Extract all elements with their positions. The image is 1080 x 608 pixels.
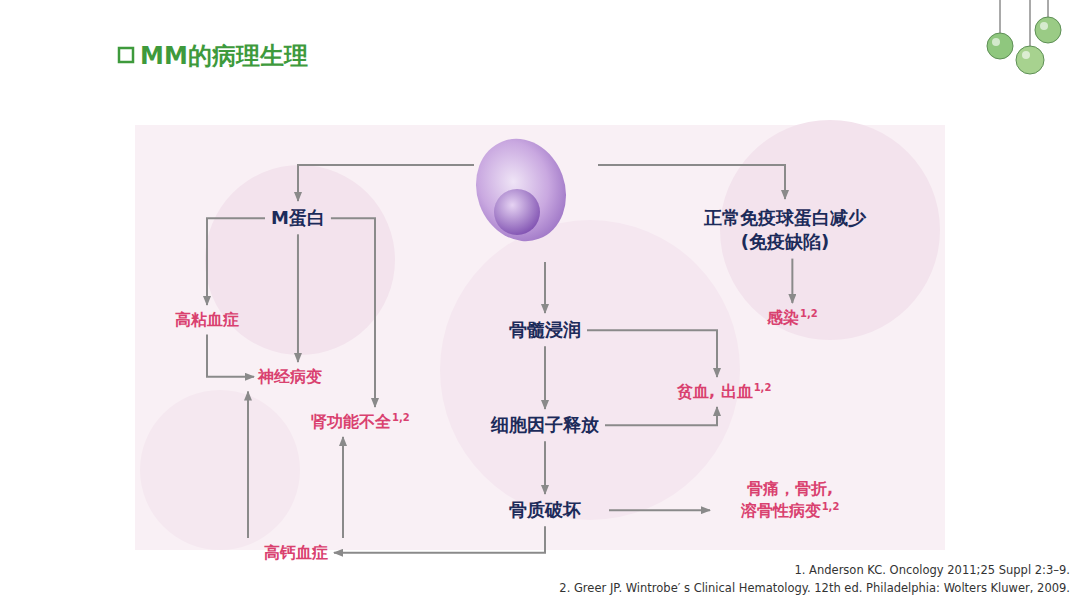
node-text: 贫血, 出血: [677, 382, 753, 401]
node-text: 正常免疫球蛋白减少 (免疫缺陷): [704, 207, 866, 252]
flow-arrow: [342, 437, 344, 538]
node-text: 骨髓浸润: [509, 319, 581, 340]
node-text: 骨痛，骨折, 溶骨性病变: [741, 479, 833, 520]
cell-arrows: [298, 165, 785, 313]
reference-text: 2. Greer JP. Wintrobe′ s Clinical Hemato…: [559, 581, 1070, 595]
flow-arrow: [544, 346, 546, 409]
flow-arrow: [207, 218, 265, 305]
effect-node: 骨痛，骨折, 溶骨性病变1,2: [738, 478, 842, 522]
slide-title: MM的病理生理: [140, 40, 308, 72]
flow-arrow: [334, 526, 545, 553]
flow-arrow: [544, 441, 546, 494]
node-text: 骨质破坏: [509, 499, 581, 520]
effect-node: 贫血, 出血1,2: [677, 381, 771, 403]
process-node: 骨质破坏: [509, 498, 581, 522]
title-bullet: [119, 48, 133, 62]
flow-arrow: [605, 407, 717, 425]
process-node: 细胞因子释放: [491, 413, 599, 437]
effect-node: 神经病变: [258, 366, 322, 388]
flow-arrow: [609, 509, 710, 511]
flow-arrow: [297, 234, 299, 362]
node-text: 细胞因子释放: [491, 414, 599, 435]
reference-number: 1,2: [754, 382, 772, 393]
reference-number: 1,2: [392, 412, 410, 423]
flow-arrow: [791, 259, 793, 303]
plasma-cell: [462, 126, 580, 254]
node-text: 感染: [767, 308, 799, 327]
node-text: 高钙血症: [264, 543, 328, 562]
effect-node: 高粘血症: [175, 309, 239, 331]
flow-arrow: [247, 392, 249, 538]
flow-arrow: [331, 218, 375, 407]
reference-number: 1,2: [822, 501, 840, 512]
flow-arrow: [587, 330, 717, 377]
lamp-decoration: [987, 0, 1061, 74]
protein-node: M蛋白: [271, 206, 325, 230]
effect-node: 肾功能不全1,2: [311, 411, 410, 433]
reference-number: 1,2: [800, 308, 818, 319]
node-text: 神经病变: [258, 367, 322, 386]
node-text: M蛋白: [271, 207, 325, 228]
node-text: 高粘血症: [175, 310, 239, 329]
effect-node: 高钙血症: [264, 542, 328, 564]
reference-text: 1. Anderson KC. Oncology 2011;25 Suppl 2…: [794, 563, 1070, 577]
node-text: 肾功能不全: [311, 412, 391, 431]
process-node: 骨髓浸润: [509, 318, 581, 342]
effect-node: 感染1,2: [767, 307, 818, 329]
immune-node: 正常免疫球蛋白减少 (免疫缺陷): [694, 206, 876, 255]
background-panel: [135, 120, 945, 550]
flow-arrow: [207, 335, 254, 377]
